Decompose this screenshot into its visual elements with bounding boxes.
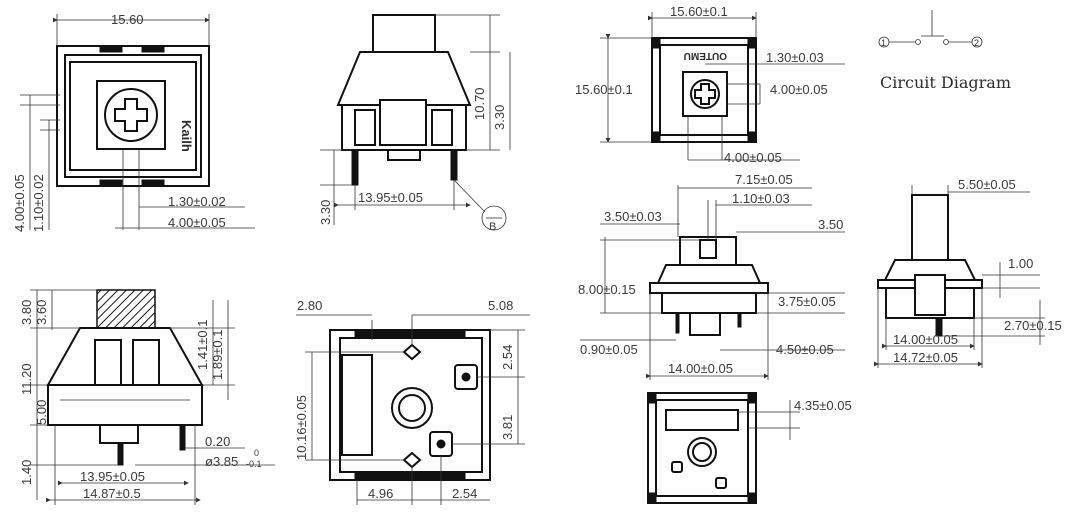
r-side-e: 14.72±0.05 <box>893 350 958 365</box>
dim-span-a: 13.95±0.05 <box>80 469 145 484</box>
dim-stem-height: 3.30 <box>492 105 507 130</box>
dim-stem-w: 1.30±0.02 <box>168 194 226 209</box>
dim-top-a: 3.80 <box>19 300 34 325</box>
dim-rim-a: 1.41±0.1 <box>195 319 210 370</box>
r-front-i: 14.00±0.05 <box>668 361 733 376</box>
dim-pin-tol-bot: -0.1 <box>246 459 262 469</box>
circuit-label: Circuit Diagram <box>880 73 1011 92</box>
dim-left-h: 10.16±0.05 <box>294 395 309 460</box>
r-bottom-a: 4.35±0.05 <box>794 398 852 413</box>
left-front-view: 3.80 3.60 11.20 5.00 1.40 1.41±0.1 1.89±… <box>19 289 275 505</box>
r-dim-height: 15.60±0.1 <box>575 82 633 97</box>
r-front-c: 3.50±0.03 <box>604 209 662 224</box>
circuit-pin2: 2 <box>974 38 979 48</box>
r-front-b: 1.10±0.03 <box>732 191 790 206</box>
right-top-view: OUTEMU 15.60±0.1 15.60±0.1 1.30±0.03 4.0… <box>575 4 845 165</box>
dim-pin-dia: ø3.85 <box>205 454 238 469</box>
dim-pin-tol-top: 0 <box>254 448 259 458</box>
r-dim-stem-gap: 4.00±0.05 <box>770 82 828 97</box>
r-side-a: 5.50±0.05 <box>958 177 1016 192</box>
dim-rim-b: 1.89±0.1 <box>210 329 225 380</box>
dim-bottom-b: 2.54 <box>452 486 477 501</box>
stem-cross-icon <box>694 83 716 105</box>
left-top-view: Kailh 15.60 1.30±0.02 4.00±0.05 4.00±0.0… <box>12 12 255 232</box>
dim-body-h: 11.20 <box>19 363 34 395</box>
circuit-pin1: 1 <box>881 38 886 48</box>
r-front-d: 3.50 <box>818 217 843 232</box>
r-side-d: 14.00±0.05 <box>893 332 958 347</box>
cross-stem-icon <box>114 98 148 132</box>
dim-left-off: 2.80 <box>297 298 322 313</box>
dim-right-off: 5.08 <box>488 298 513 313</box>
dim-lower-h: 5.00 <box>34 400 49 425</box>
r-side-b: 1.00 <box>1008 256 1033 271</box>
right-front-view: 7.15±0.05 1.10±0.03 3.50±0.03 3.50 8.00±… <box>578 172 845 380</box>
callout-b: B <box>489 221 496 233</box>
left-side-view: 10.70 3.30 3.30 13.95±0.05 B <box>318 14 511 233</box>
dim-stem-gap: 4.00±0.05 <box>168 215 226 230</box>
dim-pin-span: 13.95±0.05 <box>358 190 423 205</box>
circuit-diagram: 1 2 Circuit Diagram <box>878 10 1011 92</box>
dim-side-b: 1.10±0.02 <box>31 174 46 232</box>
dim-pin-length: 3.30 <box>318 200 333 225</box>
outemu-logo: OUTEMU <box>684 50 727 61</box>
dim-right-bot: 3.81 <box>500 415 515 440</box>
right-bottom-view: 4.35±0.05 <box>647 392 852 504</box>
r-side-c: 2.70±0.15 <box>1004 318 1062 333</box>
dim-right-top: 2.54 <box>500 345 515 370</box>
left-bottom-view: 2.80 5.08 2.54 3.81 10.16±0.05 4.96 2.54 <box>294 298 530 505</box>
r-dim-bottom-gap: 4.00±0.05 <box>724 150 782 165</box>
kailh-logo: Kailh <box>179 120 194 152</box>
r-front-h: 4.50±0.05 <box>776 342 834 357</box>
r-front-e: 8.00±0.15 <box>578 282 636 297</box>
dim-pin-h: 1.40 <box>19 460 34 485</box>
dim-bottom-a: 4.96 <box>368 486 393 501</box>
r-front-a: 7.15±0.05 <box>735 172 793 187</box>
r-dim-width: 15.60±0.1 <box>670 4 728 19</box>
dim-height-total: 10.70 <box>472 87 487 120</box>
right-side-view: 5.50±0.05 1.00 2.70±0.15 14.00±0.05 14.7… <box>874 177 1062 368</box>
dim-leg: 0.20 <box>205 434 230 449</box>
r-front-f: 3.75±0.05 <box>778 294 836 309</box>
dim-top-b: 3.60 <box>34 300 49 325</box>
dim-side-a: 4.00±0.05 <box>12 174 27 232</box>
r-front-g: 0.90±0.05 <box>580 342 638 357</box>
dim-width: 15.60 <box>111 12 144 27</box>
r-dim-stem-w: 1.30±0.03 <box>766 50 824 65</box>
dim-span-b: 14.87±0.5 <box>83 486 141 501</box>
